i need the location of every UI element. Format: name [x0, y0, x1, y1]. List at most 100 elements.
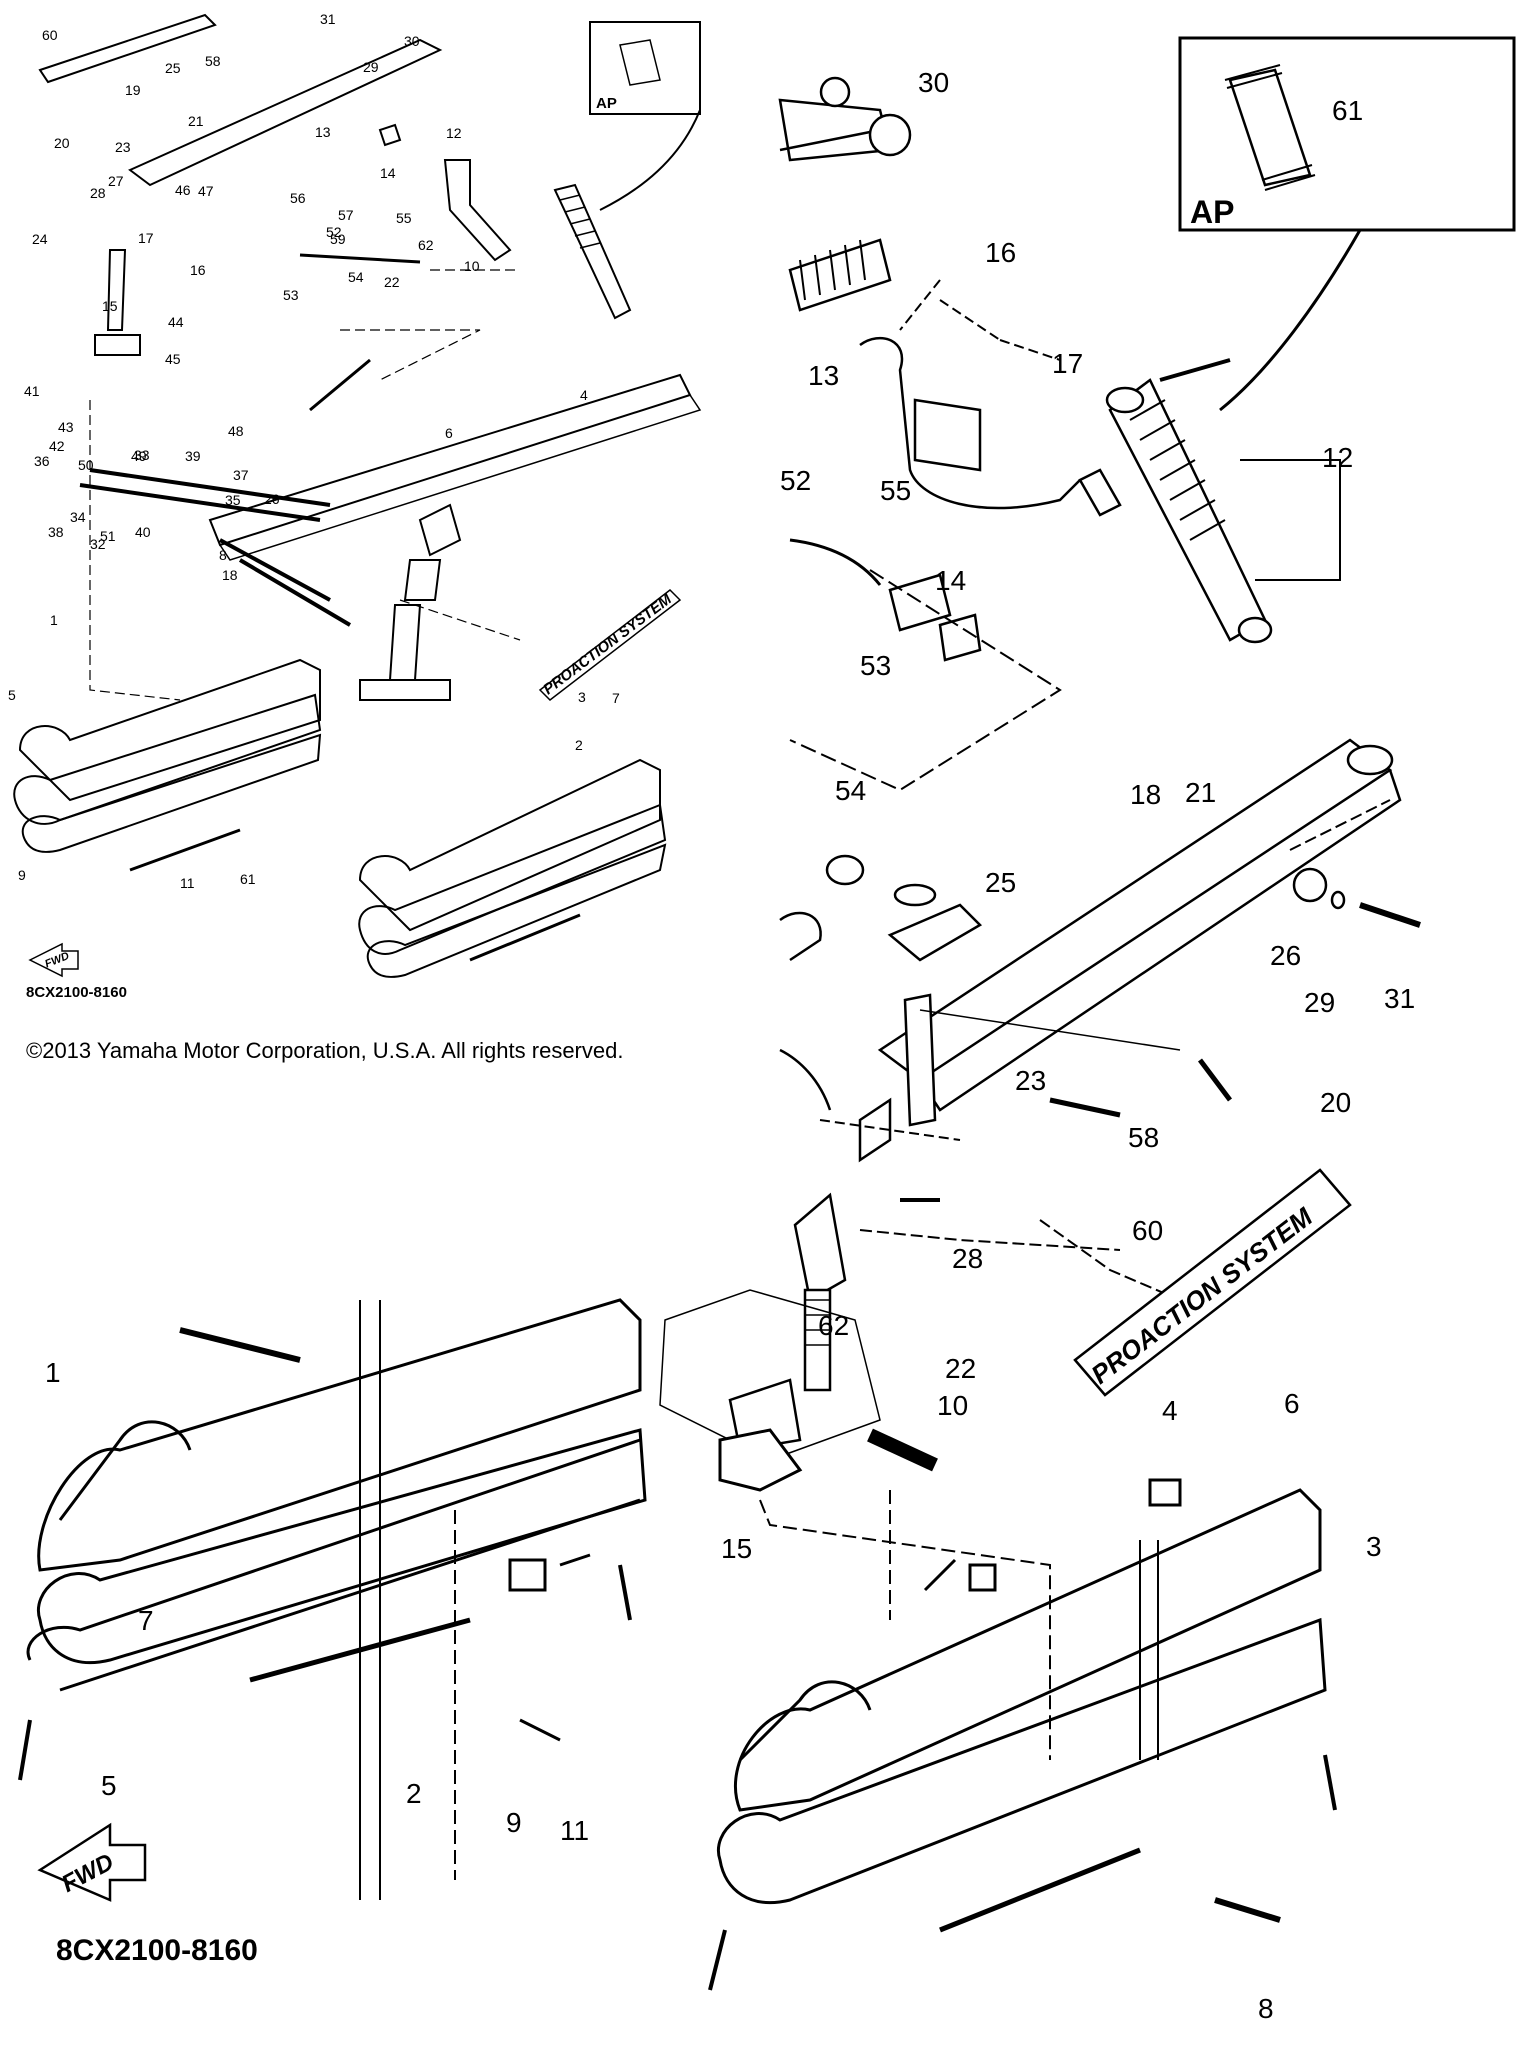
- callout-small-56: 56: [290, 190, 306, 206]
- callout-large-16: 16: [985, 237, 1016, 268]
- callout-small-25: 25: [165, 60, 181, 76]
- callout-large-60: 60: [1132, 1215, 1163, 1246]
- callout-small-54: 54: [348, 269, 364, 285]
- callout-small-6: 6: [445, 425, 453, 441]
- callout-small-47: 47: [198, 183, 214, 199]
- callout-small-24: 24: [32, 231, 48, 247]
- callout-small-1: 1: [50, 612, 58, 628]
- callout-small-31: 31: [320, 11, 336, 27]
- callout-small-32: 32: [90, 536, 106, 552]
- callout-large-10: 10: [937, 1390, 968, 1421]
- callout-large-30: 30: [918, 67, 949, 98]
- callout-small-34: 34: [70, 509, 86, 525]
- callout-small-50: 50: [78, 457, 94, 473]
- ap-label-small: AP: [596, 95, 617, 112]
- callout-large-13: 13: [808, 360, 839, 391]
- callout-small-45: 45: [165, 351, 181, 367]
- callout-small-48: 48: [228, 423, 244, 439]
- detail-shock-diagram: [778, 36, 1516, 792]
- callout-large-7: 7: [138, 1605, 154, 1636]
- callout-small-40: 40: [135, 524, 151, 540]
- callout-large-54: 54: [835, 775, 866, 806]
- callout-small-42: 42: [49, 438, 65, 454]
- callout-large-6: 6: [1284, 1388, 1300, 1419]
- callout-small-23: 23: [115, 139, 131, 155]
- callout-small-39: 39: [185, 448, 201, 464]
- callout-small-17: 17: [138, 230, 154, 246]
- callout-small-4: 4: [580, 387, 588, 403]
- callout-large-12: 12: [1322, 442, 1353, 473]
- callout-large-15: 15: [721, 1533, 752, 1564]
- callout-small-33: 33: [134, 447, 150, 463]
- callout-small-27: 27: [108, 173, 124, 189]
- callout-small-13: 13: [315, 124, 331, 140]
- callout-large-20: 20: [1320, 1087, 1351, 1118]
- callout-large-25: 25: [985, 867, 1016, 898]
- callout-large-52: 52: [780, 465, 811, 496]
- callout-small-61: 61: [240, 871, 256, 887]
- callout-large-21: 21: [1185, 777, 1216, 808]
- callout-small-41: 41: [24, 383, 40, 399]
- callout-small-18: 18: [222, 567, 238, 583]
- proaction-badge-large: PROACTION SYSTEM: [1073, 1168, 1352, 1397]
- callout-small-2: 2: [575, 737, 583, 753]
- proaction-badge-small: PROACTION SYSTEM: [538, 589, 682, 701]
- callout-small-28: 28: [90, 185, 106, 201]
- callout-large-3: 3: [1366, 1531, 1382, 1562]
- callout-large-23: 23: [1015, 1065, 1046, 1096]
- callout-large-31: 31: [1384, 983, 1415, 1014]
- callout-small-10: 10: [464, 258, 480, 274]
- callout-large-26: 26: [1270, 940, 1301, 971]
- callout-small-9: 9: [18, 867, 26, 883]
- callout-large-5: 5: [101, 1770, 117, 1801]
- callout-small-60: 60: [42, 27, 58, 43]
- callout-small-12: 12: [446, 125, 462, 141]
- callout-large-18: 18: [1130, 779, 1161, 810]
- callout-small-26: 26: [264, 491, 280, 507]
- callout-small-49: 49: [131, 448, 147, 464]
- callout-small-3: 3: [578, 689, 586, 705]
- callout-large-62: 62: [818, 1310, 849, 1341]
- callout-large-14: 14: [935, 565, 966, 596]
- detail-beam-diagram: [659, 738, 1421, 1461]
- callout-small-53: 53: [283, 287, 299, 303]
- ap-label-large: AP: [1190, 194, 1234, 230]
- callout-small-14: 14: [380, 165, 396, 181]
- callout-small-58: 58: [205, 53, 221, 69]
- badge-text-large: PROACTION SYSTEM: [1085, 1201, 1319, 1390]
- callout-small-43: 43: [58, 419, 74, 435]
- callout-small-59: 59: [330, 231, 346, 247]
- callout-large-2: 2: [406, 1778, 422, 1809]
- callout-small-8: 8: [219, 547, 227, 563]
- detail-skis-diagram: [18, 1298, 1337, 1991]
- callout-small-44: 44: [168, 314, 184, 330]
- callout-large-17: 17: [1052, 348, 1083, 379]
- callout-large-29: 29: [1304, 987, 1335, 1018]
- callout-small-55: 55: [396, 210, 412, 226]
- callout-large-61: 61: [1332, 95, 1363, 126]
- callout-large-4: 4: [1162, 1395, 1178, 1426]
- callout-small-22: 22: [384, 274, 400, 290]
- callout-large-8: 8: [1258, 1993, 1274, 2024]
- callout-small-7: 7: [612, 690, 620, 706]
- callout-small-15: 15: [102, 298, 118, 314]
- callout-large-55: 55: [880, 475, 911, 506]
- callout-large-22: 22: [945, 1353, 976, 1384]
- callout-small-11: 11: [180, 875, 195, 891]
- badge-text-small: PROACTION SYSTEM: [540, 591, 675, 699]
- callout-small-19: 19: [125, 82, 141, 98]
- callout-small-38: 38: [48, 524, 64, 540]
- callout-large-1: 1: [45, 1357, 61, 1388]
- diagram-code-large: 8CX2100-8160: [56, 1934, 258, 1967]
- callout-small-5: 5: [8, 687, 16, 703]
- copyright-notice: ©2013 Yamaha Motor Corporation, U.S.A. A…: [26, 1038, 624, 1063]
- callout-large-58: 58: [1128, 1122, 1159, 1153]
- callout-small-36: 36: [34, 453, 50, 469]
- callout-large-28: 28: [952, 1243, 983, 1274]
- callout-small-46: 46: [175, 182, 191, 198]
- callout-small-30: 30: [404, 33, 420, 49]
